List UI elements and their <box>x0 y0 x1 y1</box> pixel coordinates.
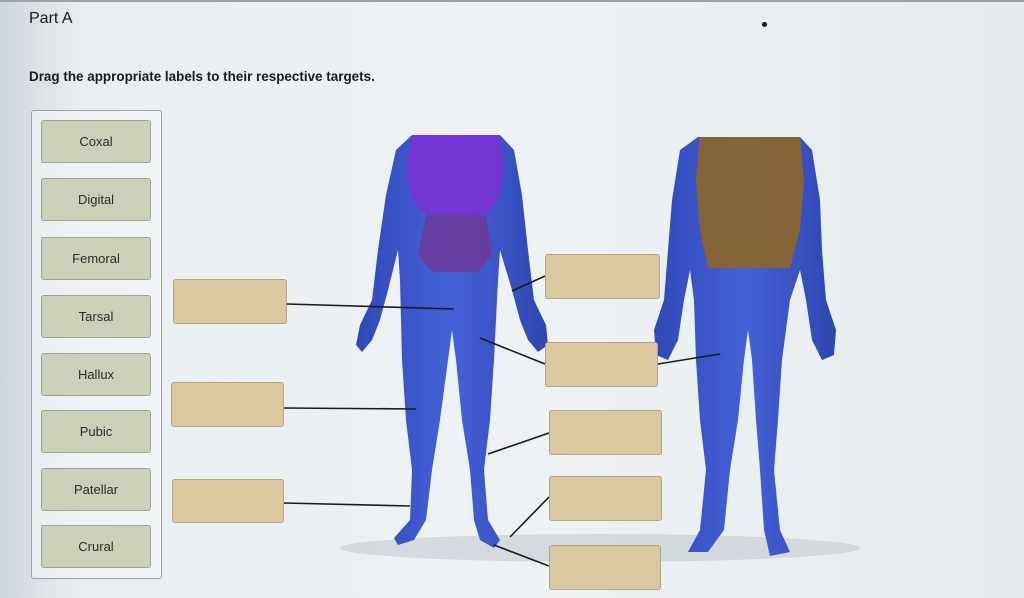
top-border <box>0 0 1024 2</box>
cursor-dot <box>762 22 767 27</box>
label-digital[interactable]: Digital <box>41 178 151 221</box>
label-hallux[interactable]: Hallux <box>41 353 151 396</box>
drop-target-1[interactable] <box>173 279 287 324</box>
drop-target-3[interactable] <box>545 342 658 387</box>
label-crural[interactable]: Crural <box>41 525 151 568</box>
back-highlight <box>696 137 804 268</box>
label-patellar[interactable]: Patellar <box>41 468 151 511</box>
anterior-body-shape <box>356 135 548 548</box>
anterior-figure <box>356 135 548 548</box>
label-femoral[interactable]: Femoral <box>41 237 151 280</box>
thorax-highlight <box>406 135 504 215</box>
posterior-figure <box>654 137 836 556</box>
label-pubic[interactable]: Pubic <box>41 410 151 453</box>
drop-target-2[interactable] <box>545 254 660 299</box>
drop-target-8[interactable] <box>549 545 661 590</box>
label-coxal[interactable]: Coxal <box>41 120 151 163</box>
drop-target-4[interactable] <box>171 382 284 427</box>
label-bank: Coxal Digital Femoral Tarsal Hallux Pubi… <box>31 110 162 579</box>
label-tarsal[interactable]: Tarsal <box>41 295 151 338</box>
leader-lines <box>283 275 721 567</box>
abdomen-highlight <box>418 215 492 272</box>
drop-target-7[interactable] <box>549 476 662 521</box>
part-title: Part A <box>29 10 73 27</box>
instructions-text: Drag the appropriate labels to their res… <box>29 68 375 84</box>
drop-target-5[interactable] <box>549 410 662 455</box>
drop-target-6[interactable] <box>172 479 284 523</box>
